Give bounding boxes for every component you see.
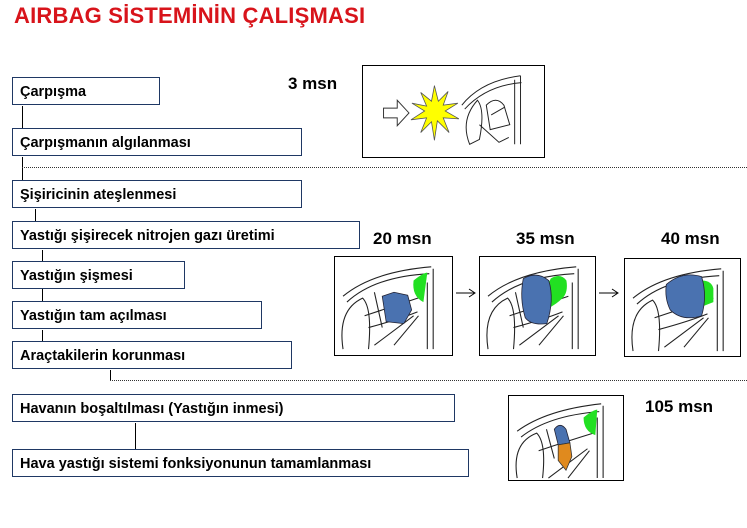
step-nitrogen-generation: Yastığı şişirecek nitrojen gazı üretimi [12, 221, 360, 249]
step-bag-inflation: Yastığın şişmesi [12, 261, 185, 289]
phase-divider [22, 167, 747, 168]
step-crash: Çarpışma [12, 77, 160, 105]
impact-flash-icon [410, 85, 460, 141]
deploy-illustration-40ms [624, 258, 741, 357]
step-crash-detection: Çarpışmanın algılanması [12, 128, 302, 156]
step-deflation: Havanın boşaltılması (Yastığın inmesi) [12, 394, 455, 422]
connector [35, 209, 36, 221]
page-title: AIRBAG SİSTEMİNİN ÇALIŞMASI [14, 3, 366, 28]
time-label-20ms: 20 msn [373, 229, 432, 248]
step-bag-full-deploy: Yastığın tam açılması [12, 301, 262, 329]
time-label-3ms: 3 msn [288, 74, 338, 93]
connector [22, 157, 23, 180]
arrow-right-icon [456, 288, 476, 298]
connector [22, 106, 23, 128]
deploy-illustration-35ms [479, 256, 596, 356]
phase-divider [110, 380, 747, 381]
crash-illustration [362, 65, 545, 158]
deploy-illustration-20ms [334, 256, 453, 356]
step-inflator-ignition: Şişiricinin ateşlenmesi [12, 180, 302, 208]
arrow-right-icon [599, 288, 619, 298]
connector [42, 289, 43, 301]
connector [110, 370, 111, 380]
step-occupant-protection: Araçtakilerin korunması [12, 341, 292, 369]
step-complete: Hava yastığı sistemi fonksiyonunun tamam… [12, 449, 469, 477]
time-label-35ms: 35 msn [516, 229, 575, 248]
connector [42, 330, 43, 341]
deflation-illustration-105ms [508, 395, 624, 481]
time-label-105ms: 105 msn [645, 397, 714, 416]
connector [135, 423, 136, 449]
connector [42, 250, 43, 261]
time-label-40ms: 40 msn [661, 229, 720, 248]
